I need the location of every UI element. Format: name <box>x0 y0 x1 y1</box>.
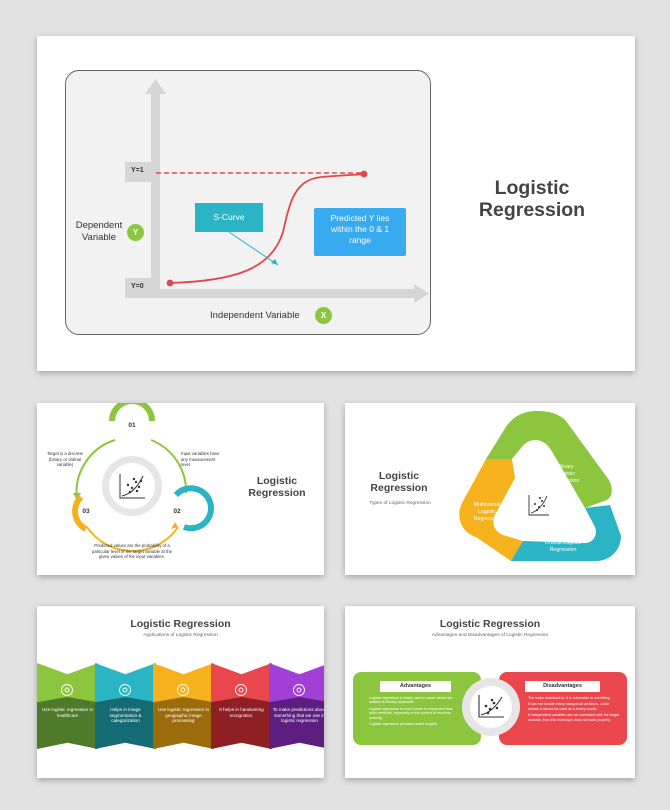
slide-title: Logistic Regression <box>370 470 428 494</box>
slide-main[interactable]: Y=1 Y=0 Dependent Variable Y Independent… <box>37 36 635 371</box>
cycle-diagram <box>72 403 214 553</box>
disadvantages-item: It can not handle many categorical varia… <box>528 702 610 711</box>
advantages-item: Logistic regression is much easier to im… <box>369 706 453 720</box>
step-02-badge: 02 <box>173 508 181 515</box>
slide-title: Logistic Regression <box>439 618 541 630</box>
disadvantages-item: The major drawback is, it is vulnerable … <box>528 696 611 700</box>
binary-label: Binary Logistic Regression <box>552 464 580 484</box>
center-circle <box>470 686 512 728</box>
application-card-base <box>95 697 156 749</box>
advantages-item: Logistic regression provides useful insi… <box>369 722 439 727</box>
slide-subtitle: Advantages and Disadvantages of Logistic… <box>431 633 549 638</box>
slide-overview[interactable]: 01 02 03 Target is a discrete (binary or… <box>37 403 324 575</box>
independent-variable-label: Independent Variable <box>210 310 300 321</box>
step-01-badge: 01 <box>128 422 136 429</box>
application-text: To make predictions about something that… <box>272 707 324 724</box>
scatter-plot-icon <box>119 474 145 499</box>
application-card-base <box>211 697 272 749</box>
handwriting-icon <box>235 684 247 696</box>
step-03-badge: 03 <box>82 508 90 515</box>
slide-title: Logistic Regression <box>248 475 306 499</box>
slide-pros-cons[interactable]: Logistic Regression Advantages and Disad… <box>345 606 635 778</box>
note-left: Target is a discrete (binary or ordinal … <box>46 451 84 468</box>
note-bottom: Predicted values are the probability of … <box>91 543 172 560</box>
dependent-variable-label: Dependent Variable <box>75 220 123 244</box>
multinomial-label: Multinomial Logistic Regression <box>473 502 501 522</box>
y-badge: Y <box>127 224 144 241</box>
x-badge: X <box>315 307 332 324</box>
slide-title: Logistic Regression <box>130 618 231 630</box>
application-card-base <box>269 697 324 749</box>
applications-row: Use logistic regression in healthcare Hel… <box>37 663 324 753</box>
prediction-icon <box>293 684 305 696</box>
application-text: Use logistic regression in geographic im… <box>157 707 210 724</box>
slide-types[interactable]: Binary Logistic Regression Multinomial L… <box>345 403 635 575</box>
application-card-base <box>153 697 214 749</box>
disadvantages-item: If independent variables are not correla… <box>528 713 619 722</box>
application-card-base <box>37 697 98 749</box>
predicted-callout: Predicted Y lies within the 0 & 1 range <box>314 208 406 256</box>
image-icon <box>119 684 131 696</box>
types-triangle <box>459 411 621 561</box>
slide-subtitle: Applications of Logistic Regression <box>143 633 218 638</box>
disadvantages-list: The major drawback is, it is vulnerable … <box>528 696 620 724</box>
slide-applications[interactable]: Logistic Regression Applications of Logi… <box>37 606 324 778</box>
application-text: Use logistic regression in healthcare <box>41 707 94 718</box>
scatter-plot-icon <box>478 695 504 718</box>
ordinal-label: Ordinal Logistic Regression <box>544 540 582 553</box>
page-title: Logistic Regression <box>478 177 586 221</box>
y-bottom-label: Y=0 <box>131 283 144 290</box>
slide-subtitle: Types of Logistic Regression <box>369 501 431 506</box>
advantages-list: Logistic regression is easily used in ca… <box>369 696 461 729</box>
geographic-icon <box>177 684 189 696</box>
note-right: Input variables have any measurement lev… <box>181 451 220 468</box>
advantages-label: Advantages <box>380 681 451 692</box>
y-top-label: Y=1 <box>131 167 144 174</box>
healthcare-icon <box>61 684 73 696</box>
application-text: Helps in image segmentation & categoriza… <box>109 707 142 724</box>
s-curve-callout: S-Curve <box>195 203 263 232</box>
triangle-scatter-icon <box>528 495 549 516</box>
advantages-item: Logistic regression is easily used in ca… <box>369 696 453 705</box>
s-curve-chart <box>125 79 429 303</box>
application-text: It helps in handwriting recognition. <box>219 707 264 718</box>
disadvantages-label: Disadvantages <box>525 681 600 692</box>
